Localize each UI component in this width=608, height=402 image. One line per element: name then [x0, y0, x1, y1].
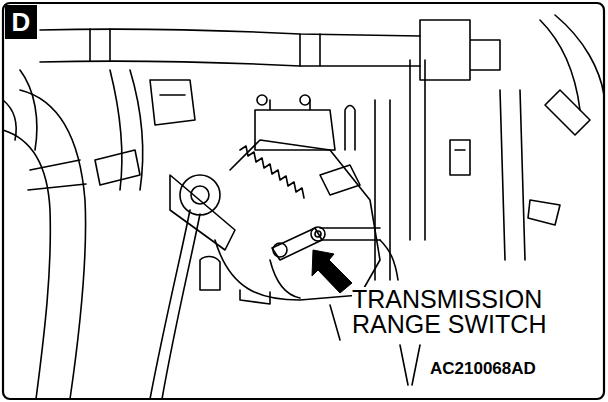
housing	[170, 175, 235, 250]
wire	[400, 345, 420, 385]
hose	[20, 90, 86, 399]
bolt	[200, 256, 220, 290]
hose	[40, 61, 420, 66]
bolt	[273, 243, 287, 257]
wire	[3, 70, 37, 150]
spring	[240, 146, 304, 198]
case	[240, 290, 270, 304]
hose-band	[90, 29, 320, 66]
illustration-lines	[3, 3, 604, 399]
pointer-arrow	[312, 250, 352, 293]
panel-letter: D	[12, 9, 31, 35]
stud	[345, 106, 355, 151]
cable	[150, 210, 200, 399]
harness	[540, 15, 604, 110]
fitting	[180, 175, 220, 215]
bolt	[300, 95, 310, 105]
connector	[420, 20, 500, 80]
rod	[320, 228, 380, 240]
case	[215, 140, 380, 300]
part-label: TRANSMISSION RANGE SWITCH	[352, 287, 580, 337]
arm	[270, 260, 300, 298]
hose	[40, 29, 420, 36]
connector	[320, 165, 360, 195]
frame-member	[500, 90, 525, 260]
valve-body	[255, 100, 335, 150]
bolt	[257, 95, 267, 105]
figure-code: AC210068AD	[430, 360, 536, 379]
frame-member	[410, 60, 425, 240]
clamp	[545, 90, 590, 135]
bracket	[150, 80, 195, 125]
clip	[450, 140, 470, 175]
clip	[528, 200, 560, 225]
clamp	[95, 150, 140, 185]
bolt	[311, 227, 325, 241]
frame-member	[375, 100, 390, 280]
panel-letter-box: D	[5, 5, 37, 39]
hose-clamp	[28, 160, 86, 190]
bolt	[315, 231, 321, 237]
pipe	[110, 70, 143, 190]
frame	[3, 3, 604, 399]
hose	[3, 130, 50, 399]
wire	[380, 240, 398, 280]
